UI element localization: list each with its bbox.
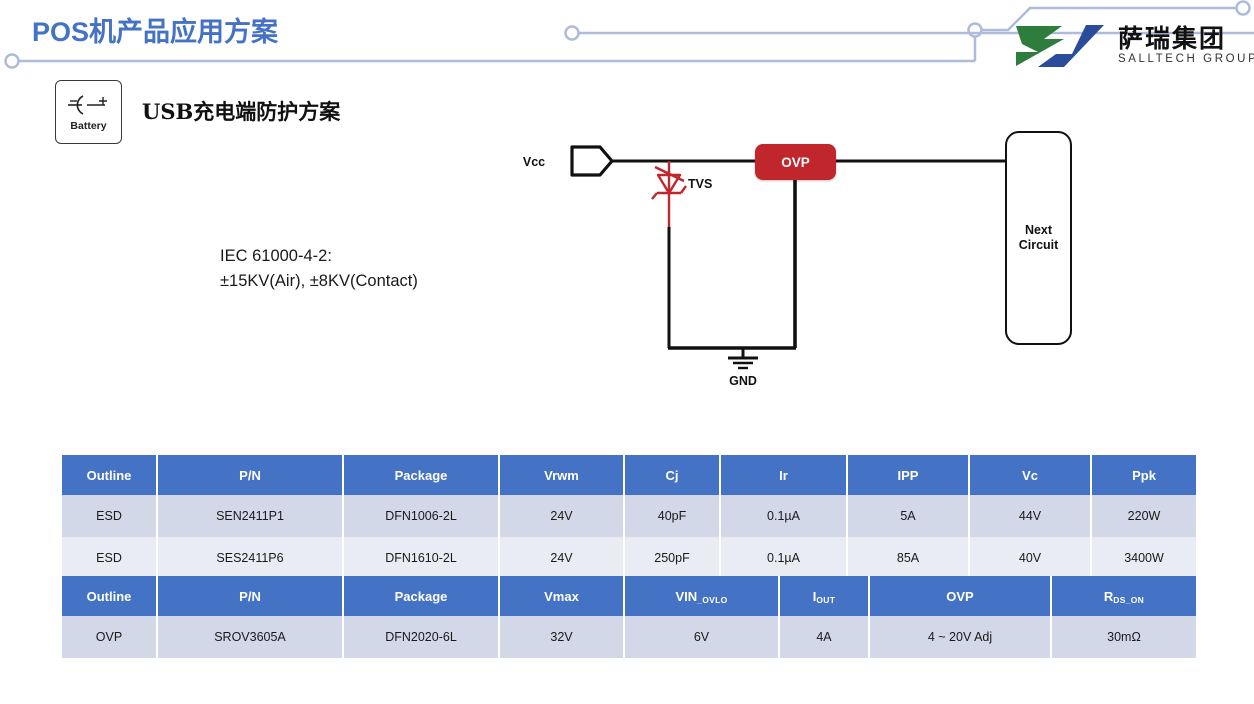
section-heading: USB充电端防护方案 (142, 99, 341, 124)
table-cell: 4 ~ 20V Adj (869, 616, 1052, 658)
column-header-outline: Outline (62, 576, 158, 616)
iec-spec-line-2: ±15KV(Air), ±8KV(Contact) (220, 272, 418, 290)
battery-symbol-icon (67, 94, 107, 115)
table-cell: SES2411P6 (157, 537, 344, 579)
table-cell: 32V (499, 616, 625, 658)
column-header-p-n: P/N (157, 576, 344, 616)
next-circuit-label-line-1: Next (1024, 223, 1053, 237)
table-cell: 40pF (624, 495, 721, 537)
battery-badge: Battery (55, 80, 122, 144)
table-cell: 30mΩ (1051, 616, 1196, 658)
column-header-subscript: OUT (816, 594, 836, 605)
column-header-rds-on: RDS_ON (1051, 576, 1196, 616)
table-cell: 5A (847, 495, 970, 537)
table-cell: 85A (847, 537, 970, 579)
table-cell: 0.1µA (720, 537, 848, 579)
table-cell: ESD (62, 537, 158, 579)
column-header-vmax: Vmax (499, 576, 625, 616)
table-cell: 220W (1091, 495, 1196, 537)
column-header-package: Package (343, 455, 500, 495)
column-header-outline: Outline (62, 455, 158, 495)
table-cell: 4A (779, 616, 870, 658)
battery-label: Battery (70, 119, 107, 132)
decorative-circuit-trace (4, 0, 1254, 69)
column-header-vin-ovlo: VIN_OVLO (624, 576, 780, 616)
table-cell: DFN1006-2L (343, 495, 500, 537)
column-header-subscript: DS_ON (1113, 594, 1145, 605)
column-header-ovp: OVP (869, 576, 1052, 616)
table-cell: 6V (624, 616, 780, 658)
column-header-subscript: _OVLO (697, 594, 728, 605)
vcc-connector-icon (570, 145, 614, 177)
table-cell: 0.1µA (720, 495, 848, 537)
next-circuit-label: Next Circuit (1019, 223, 1059, 253)
next-circuit-block: Next Circuit (1005, 131, 1072, 345)
table-cell: 250pF (624, 537, 721, 579)
trace-node-left-icon (4, 53, 20, 69)
next-circuit-label-line-2: Circuit (1018, 238, 1059, 252)
tvs-diode-icon (651, 161, 687, 227)
iec-spec-text: IEC 61000-4-2: ±15KV(Air), ±8KV(Contact) (220, 244, 418, 294)
trace-node-mid-icon (967, 22, 983, 38)
table-cell: DFN2020-6L (343, 616, 500, 658)
page-title: POS机产品应用方案 (32, 17, 279, 47)
gnd-label: GND (729, 374, 757, 388)
column-header-vc: Vc (969, 455, 1092, 495)
vcc-label: Vcc (523, 155, 545, 169)
logo-name-cn: 萨瑞集团 (1118, 24, 1227, 54)
ovp-block: OVP (755, 144, 836, 180)
table-cell: 3400W (1091, 537, 1196, 579)
column-header-vrwm: Vrwm (499, 455, 625, 495)
logo-name-en: SALLTECH GROUP (1118, 53, 1254, 66)
tvs-label: TVS (688, 177, 712, 191)
table-cell: 44V (969, 495, 1092, 537)
table-cell: 24V (499, 495, 625, 537)
column-header-ppk: Ppk (1091, 455, 1196, 495)
column-header-ipp: IPP (847, 455, 970, 495)
table-cell: SROV3605A (157, 616, 344, 658)
column-header-cj: Cj (624, 455, 721, 495)
table-cell: DFN1610-2L (343, 537, 500, 579)
trace-node-upper-icon (564, 25, 580, 41)
circuit-diagram: Vcc TVS GND (523, 145, 1006, 388)
column-header-iout: IOUT (779, 576, 870, 616)
company-logo: 萨瑞集团 SALLTECH GROUP (1012, 22, 1254, 70)
column-header-package: Package (343, 576, 500, 616)
table-cell: OVP (62, 616, 158, 658)
salltech-logo-mark-icon (1016, 25, 1104, 67)
table-cell: 40V (969, 537, 1092, 579)
column-header-p-n: P/N (157, 455, 344, 495)
column-header-ir: Ir (720, 455, 848, 495)
table-cell: ESD (62, 495, 158, 537)
table-cell: SEN2411P1 (157, 495, 344, 537)
table-cell: 24V (499, 537, 625, 579)
trace-node-right-icon (1235, 0, 1251, 16)
ground-symbol-icon (728, 348, 758, 370)
iec-spec-line-1: IEC 61000-4-2: (220, 247, 332, 265)
